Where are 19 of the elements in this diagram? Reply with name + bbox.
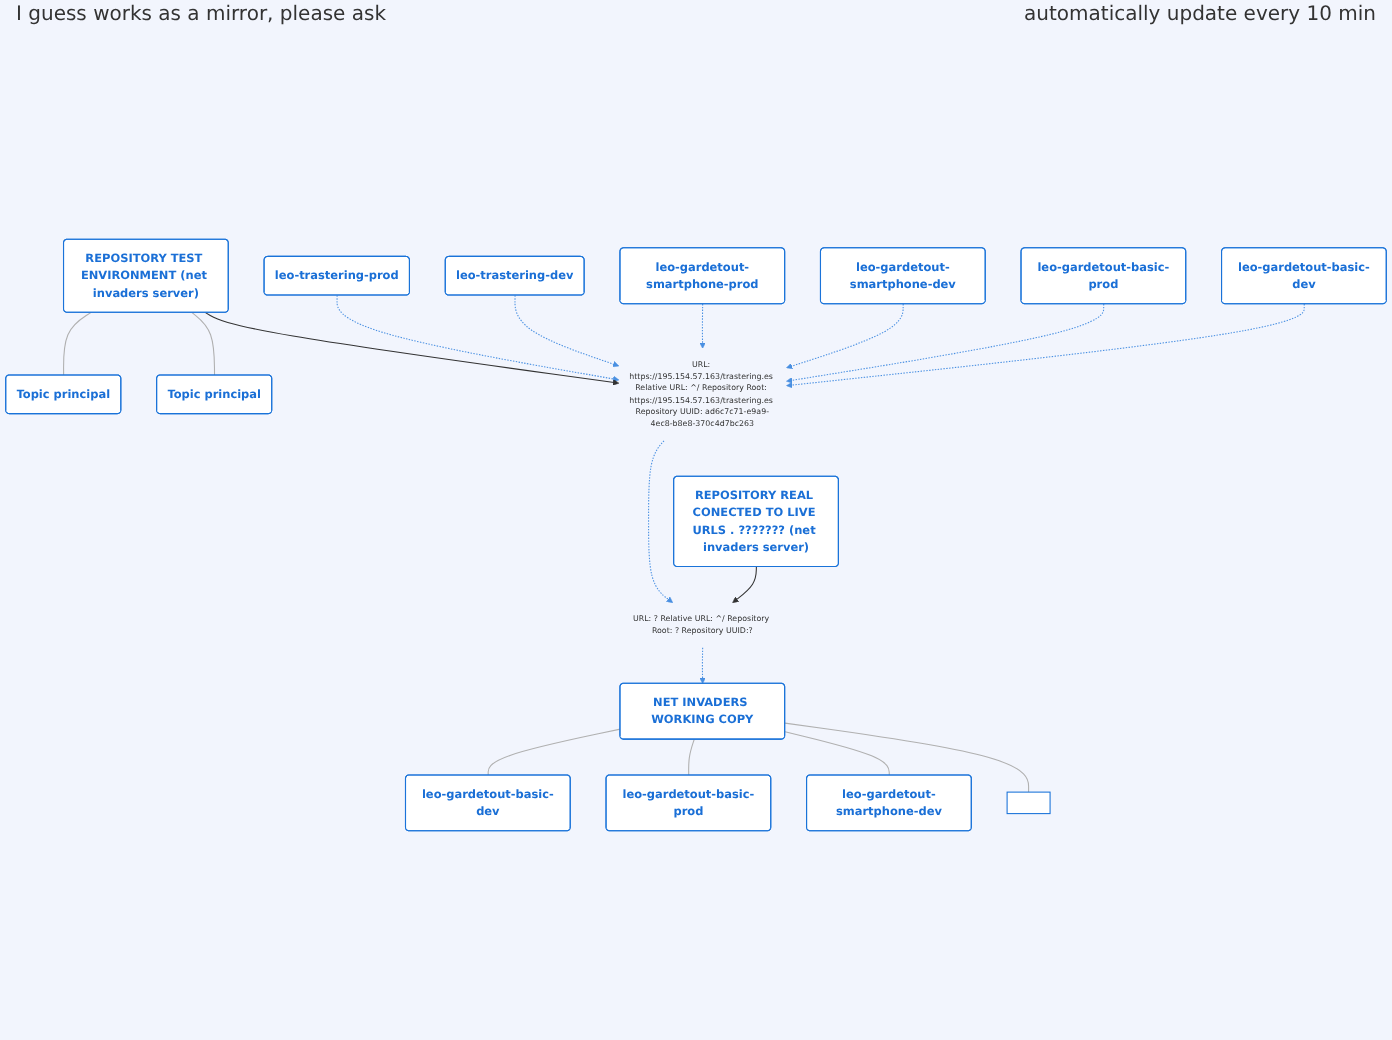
arrow (699, 303, 706, 349)
arrow (732, 566, 757, 603)
note-text: I guess works as a mirror, please ask (16, 4, 386, 26)
arrow (786, 303, 1105, 384)
arrow (786, 303, 1305, 389)
arrow (204, 312, 620, 386)
arrow (786, 303, 904, 370)
connector (191, 312, 216, 376)
node-box (1006, 791, 1051, 815)
arrow (699, 647, 706, 684)
connector (487, 728, 621, 776)
note-text: automatically update every 10 min (1024, 4, 1376, 26)
arrow (336, 294, 620, 383)
connector (63, 312, 92, 376)
connector (784, 731, 890, 776)
connector (784, 722, 1030, 793)
arrow (648, 440, 673, 603)
connector (688, 738, 695, 776)
arrow (514, 294, 620, 368)
